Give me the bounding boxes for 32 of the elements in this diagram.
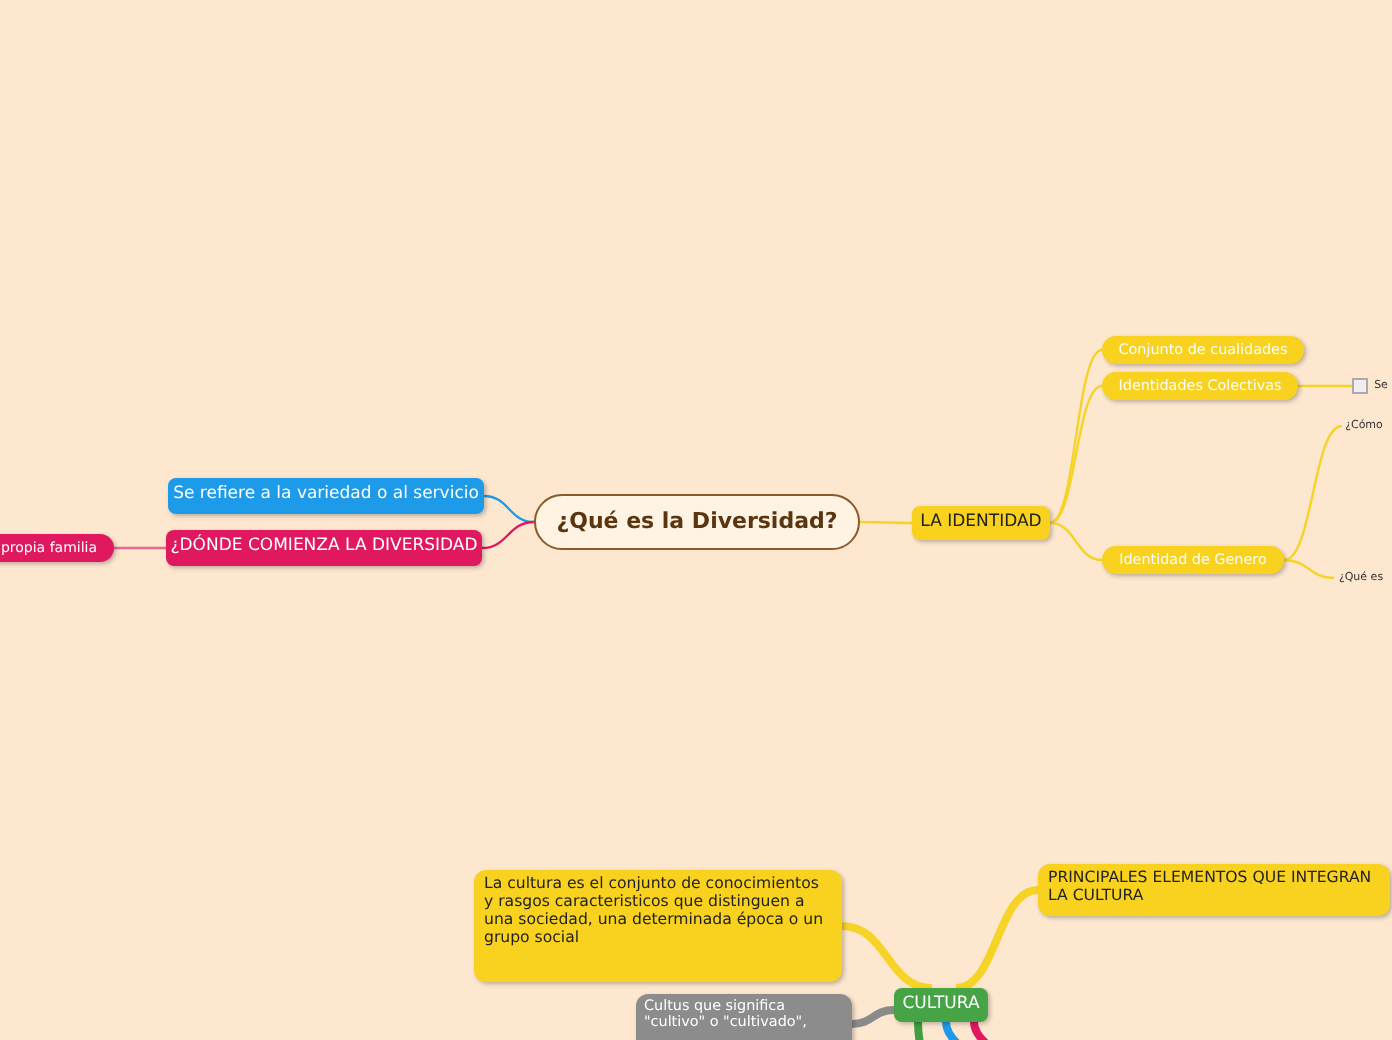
subtopic-text bbox=[1352, 374, 1388, 398]
topic-pill bbox=[0, 534, 114, 562]
connector-line bbox=[860, 520, 912, 525]
connector-line bbox=[483, 494, 535, 524]
topic-box bbox=[894, 988, 988, 1022]
connector-line bbox=[1049, 384, 1103, 525]
connector-line bbox=[955, 886, 1039, 992]
topic-text: ¿Qué es la Diversidad? bbox=[556, 509, 838, 535]
topic-box bbox=[166, 530, 482, 566]
topic-pill bbox=[1102, 546, 1284, 574]
connector-line bbox=[1049, 521, 1103, 562]
connector-line bbox=[851, 1006, 895, 1028]
connector-line bbox=[1283, 424, 1343, 562]
connector-line bbox=[1283, 558, 1335, 580]
topic-box bbox=[912, 506, 1050, 540]
topic-pill bbox=[1102, 336, 1304, 364]
connector-line bbox=[481, 520, 535, 550]
connector-line bbox=[914, 1021, 928, 1040]
topic-box bbox=[168, 478, 484, 514]
topic-text: CULTURA bbox=[902, 995, 980, 1015]
topic-text: ¿DÓNDE COMIENZA LA DIVERSIDAD bbox=[170, 538, 478, 558]
topic-pill bbox=[1102, 372, 1298, 400]
topic-box bbox=[1038, 864, 1390, 916]
topic-text: LA IDENTIDAD bbox=[920, 513, 1042, 533]
topic-box bbox=[534, 494, 860, 550]
connector-line bbox=[1298, 384, 1352, 388]
note-box bbox=[474, 870, 842, 982]
connector-line bbox=[114, 546, 166, 550]
connector-line bbox=[1049, 348, 1103, 525]
connector-line bbox=[841, 922, 933, 992]
topic-text: Se refiere a la variedad o al servicio bbox=[173, 486, 479, 506]
note-box bbox=[636, 994, 852, 1040]
